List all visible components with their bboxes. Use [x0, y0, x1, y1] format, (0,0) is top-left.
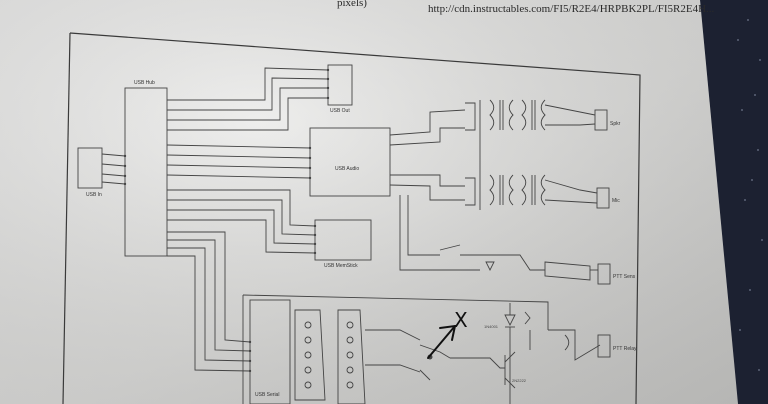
ptt-relay-label: PTT Relay: [613, 346, 637, 352]
fabric-speckles: [737, 19, 763, 371]
usb-in-connector: [77, 147, 103, 189]
diode-label: 1N4001: [484, 324, 499, 329]
handwritten-x: X: [454, 308, 468, 332]
usb-out-connector: [327, 64, 353, 106]
usb-audio-block: [309, 127, 391, 197]
transistor-label: 2N2222: [512, 378, 527, 383]
ptt-sens-jack: [597, 263, 611, 285]
schematic-frame: [62, 32, 641, 404]
ptt-sens-label: PTT Sens: [613, 274, 636, 280]
transformer-spkr-primary: [489, 99, 495, 131]
transformer-mic-primary: [489, 174, 495, 206]
clipped-header-text: pixels): [337, 0, 367, 9]
db9-connector-left: [294, 309, 326, 401]
ptt-relay-jack: [597, 334, 611, 358]
schematic-wiring: [77, 64, 611, 404]
handwritten-arrow-annotation: [427, 324, 457, 359]
usb-memstick-block: [314, 219, 372, 261]
spkr-jack: [594, 109, 608, 131]
usb-audio-label: USB Audio: [335, 166, 359, 172]
mic-jack: [596, 187, 610, 209]
usb-memstick-label: USB MemStick: [324, 263, 358, 269]
usb-out-label: USB Out: [330, 108, 350, 114]
spkr-label: Spkr: [610, 121, 621, 127]
usb-hub-block: [124, 87, 168, 257]
usb-serial-label: USB Serial: [255, 392, 279, 398]
db9-connector-right: [337, 309, 366, 404]
mic-label: Mic: [612, 198, 620, 204]
usb-hub-label: USB Hub: [134, 80, 155, 86]
usb-in-label: USB In: [86, 192, 102, 198]
ptt-sens-cable: [544, 261, 591, 281]
header-url: http://cdn.instructables.com/FI5/R2E4/HR…: [428, 3, 715, 15]
paper-shading: [0, 0, 738, 404]
